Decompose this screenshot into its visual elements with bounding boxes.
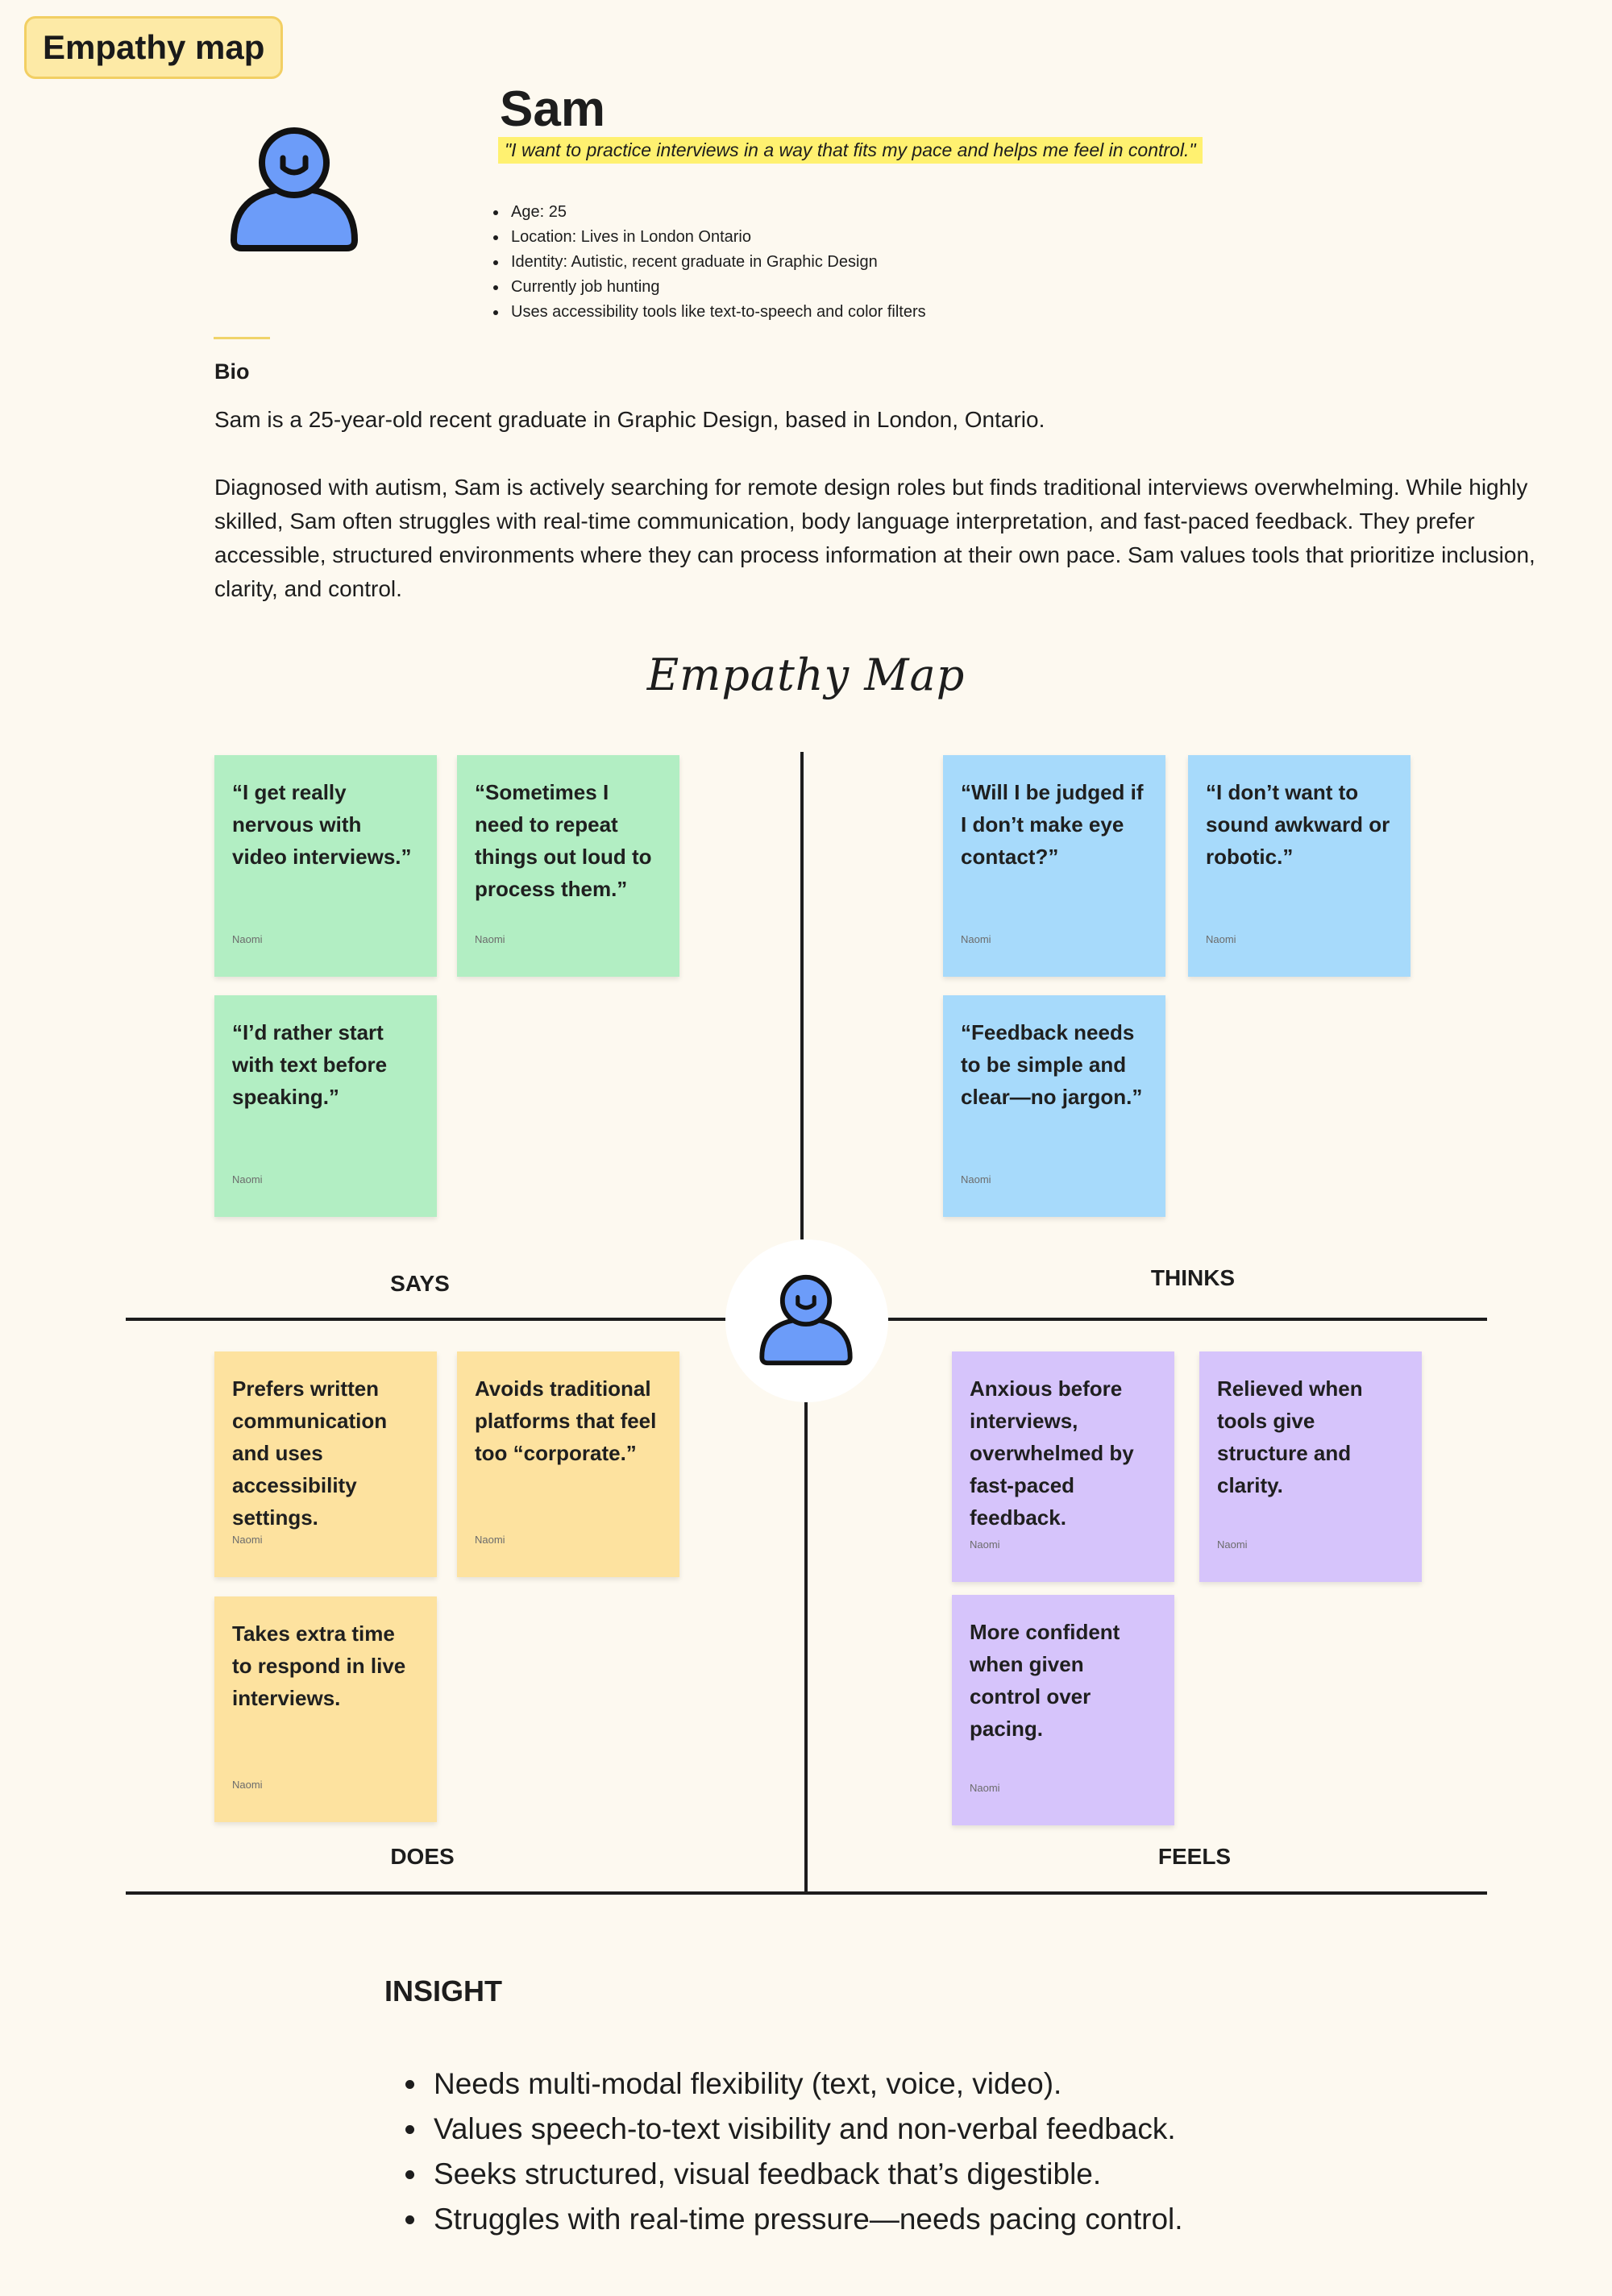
bio-text: Sam is a 25-year-old recent graduate in … xyxy=(214,403,1536,640)
sticky-note-author: Naomi xyxy=(232,1173,263,1185)
persona-name: Sam xyxy=(500,81,605,137)
sticky-note-feels[interactable]: Relieved when tools give structure and c… xyxy=(1199,1351,1422,1582)
sticky-note-text: Anxious before interviews, overwhelmed b… xyxy=(970,1376,1134,1530)
sticky-note-author: Naomi xyxy=(961,933,991,945)
bottom-line xyxy=(126,1891,1487,1895)
sticky-note-text: “Feedback needs to be simple and clear—n… xyxy=(961,1020,1143,1109)
fact-item: Location: Lives in London Ontario xyxy=(508,225,926,250)
sticky-note-text: “I’d rather start with text before speak… xyxy=(232,1020,388,1109)
sticky-note-text: Takes extra time to respond in live inte… xyxy=(232,1621,406,1710)
vertical-divider-top xyxy=(800,752,804,1239)
sticky-note-author: Naomi xyxy=(970,1782,1000,1794)
fact-item: Currently job hunting xyxy=(508,275,926,300)
quadrant-label-feels: FEELS xyxy=(1157,1844,1232,1869)
bio-paragraph: Sam is a 25-year-old recent graduate in … xyxy=(214,407,1045,432)
sticky-note-text: “Will I be judged if I don’t make eye co… xyxy=(961,780,1144,869)
insight-item: Seeks structured, visual feedback that’s… xyxy=(429,2152,1183,2197)
fact-item: Uses accessibility tools like text-to-sp… xyxy=(508,300,926,325)
insight-heading: INSIGHT xyxy=(384,1974,503,2007)
sticky-note-author: Naomi xyxy=(232,1534,263,1546)
vertical-divider-bottom xyxy=(804,1402,808,1894)
insight-item: Struggles with real-time pressure—needs … xyxy=(429,2197,1183,2242)
frame-label[interactable]: Empathy map xyxy=(24,16,284,79)
sticky-note-thinks[interactable]: “Will I be judged if I don’t make eye co… xyxy=(943,755,1165,977)
sticky-note-does[interactable]: Avoids traditional platforms that feel t… xyxy=(457,1351,679,1577)
sticky-note-author: Naomi xyxy=(961,1173,991,1185)
fact-item: Age: 25 xyxy=(508,200,926,225)
persona-quote: "I want to practice interviews in a way … xyxy=(498,137,1203,164)
sticky-note-feels[interactable]: More confident when given control over p… xyxy=(952,1595,1174,1825)
sticky-note-says[interactable]: “Sometimes I need to repeat things out l… xyxy=(457,755,679,977)
persona-facts: Age: 25 Location: Lives in London Ontari… xyxy=(490,200,926,325)
sticky-note-text: Prefers written communication and uses a… xyxy=(232,1376,388,1530)
bio-paragraph: Diagnosed with autism, Sam is actively s… xyxy=(214,475,1535,601)
insight-item: Needs multi-modal flexibility (text, voi… xyxy=(429,2061,1183,2107)
person-icon xyxy=(231,127,358,251)
sticky-note-does[interactable]: Takes extra time to respond in live inte… xyxy=(214,1596,437,1822)
sticky-note-author: Naomi xyxy=(475,933,505,945)
quadrant-label-thinks: THINKS xyxy=(1150,1265,1236,1290)
sticky-note-text: Avoids traditional platforms that feel t… xyxy=(475,1376,657,1465)
person-icon xyxy=(759,1274,853,1366)
horizontal-divider-left xyxy=(126,1318,725,1321)
sticky-note-text: “I get really nervous with video intervi… xyxy=(232,780,412,869)
horizontal-divider-right xyxy=(888,1318,1487,1321)
quadrant-label-says: SAYS xyxy=(390,1271,450,1296)
divider xyxy=(214,337,270,339)
sticky-note-author: Naomi xyxy=(1206,933,1236,945)
insight-list: Needs multi-modal flexibility (text, voi… xyxy=(401,2061,1183,2242)
sticky-note-author: Naomi xyxy=(1217,1538,1248,1551)
sticky-note-text: “Sometimes I need to repeat things out l… xyxy=(475,780,652,901)
sticky-note-thinks[interactable]: “I don’t want to sound awkward or roboti… xyxy=(1188,755,1410,977)
sticky-note-author: Naomi xyxy=(475,1534,505,1546)
bio-heading: Bio xyxy=(214,359,250,384)
sticky-note-text: “I don’t want to sound awkward or roboti… xyxy=(1206,780,1390,869)
fact-item: Identity: Autistic, recent graduate in G… xyxy=(508,250,926,275)
sticky-note-author: Naomi xyxy=(970,1538,1000,1551)
sticky-note-says[interactable]: “I’d rather start with text before speak… xyxy=(214,995,437,1217)
sticky-note-feels[interactable]: Anxious before interviews, overwhelmed b… xyxy=(952,1351,1174,1582)
sticky-note-author: Naomi xyxy=(232,933,263,945)
sticky-note-does[interactable]: Prefers written communication and uses a… xyxy=(214,1351,437,1577)
sticky-note-author: Naomi xyxy=(232,1779,263,1791)
sticky-note-says[interactable]: “I get really nervous with video intervi… xyxy=(214,755,437,977)
quadrant-label-does: DOES xyxy=(390,1844,455,1869)
sticky-note-text: More confident when given control over p… xyxy=(970,1620,1120,1741)
empathy-map-title: Empathy Map xyxy=(646,650,966,700)
insight-item: Values speech-to-text visibility and non… xyxy=(429,2107,1183,2152)
sticky-note-thinks[interactable]: “Feedback needs to be simple and clear—n… xyxy=(943,995,1165,1217)
sticky-note-text: Relieved when tools give structure and c… xyxy=(1217,1376,1363,1497)
